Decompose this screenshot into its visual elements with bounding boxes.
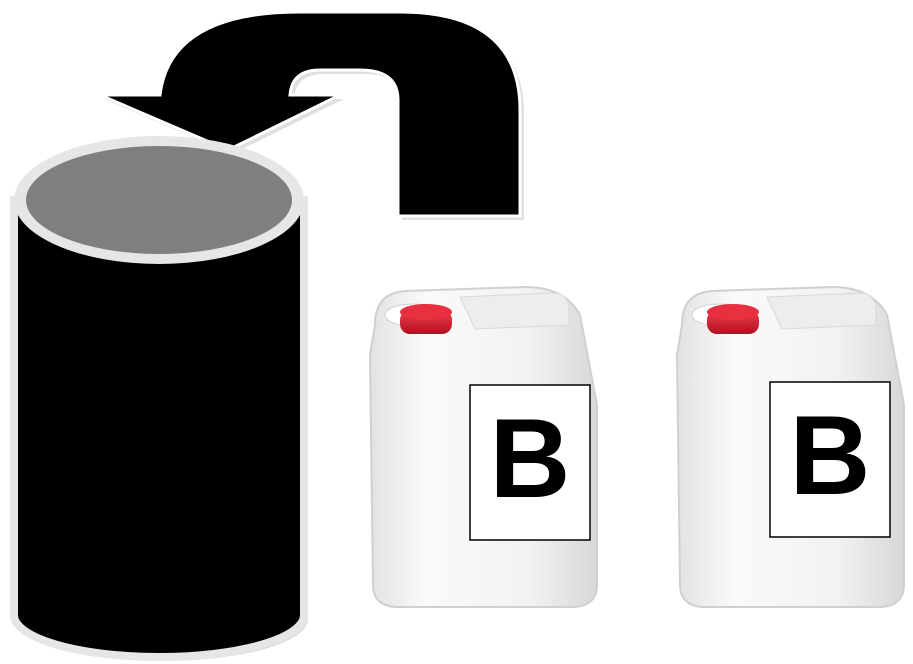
red-cap-icon: [400, 304, 452, 334]
canister-label-text: B: [790, 393, 871, 518]
canister-2: B: [677, 287, 904, 607]
canister-label-text: B: [490, 396, 571, 521]
canister-label: B: [470, 385, 590, 540]
canister-label: B: [770, 382, 890, 537]
canister-1: B: [370, 287, 597, 607]
cylinder-drum-icon: [14, 136, 308, 661]
red-cap-icon: [707, 304, 759, 334]
